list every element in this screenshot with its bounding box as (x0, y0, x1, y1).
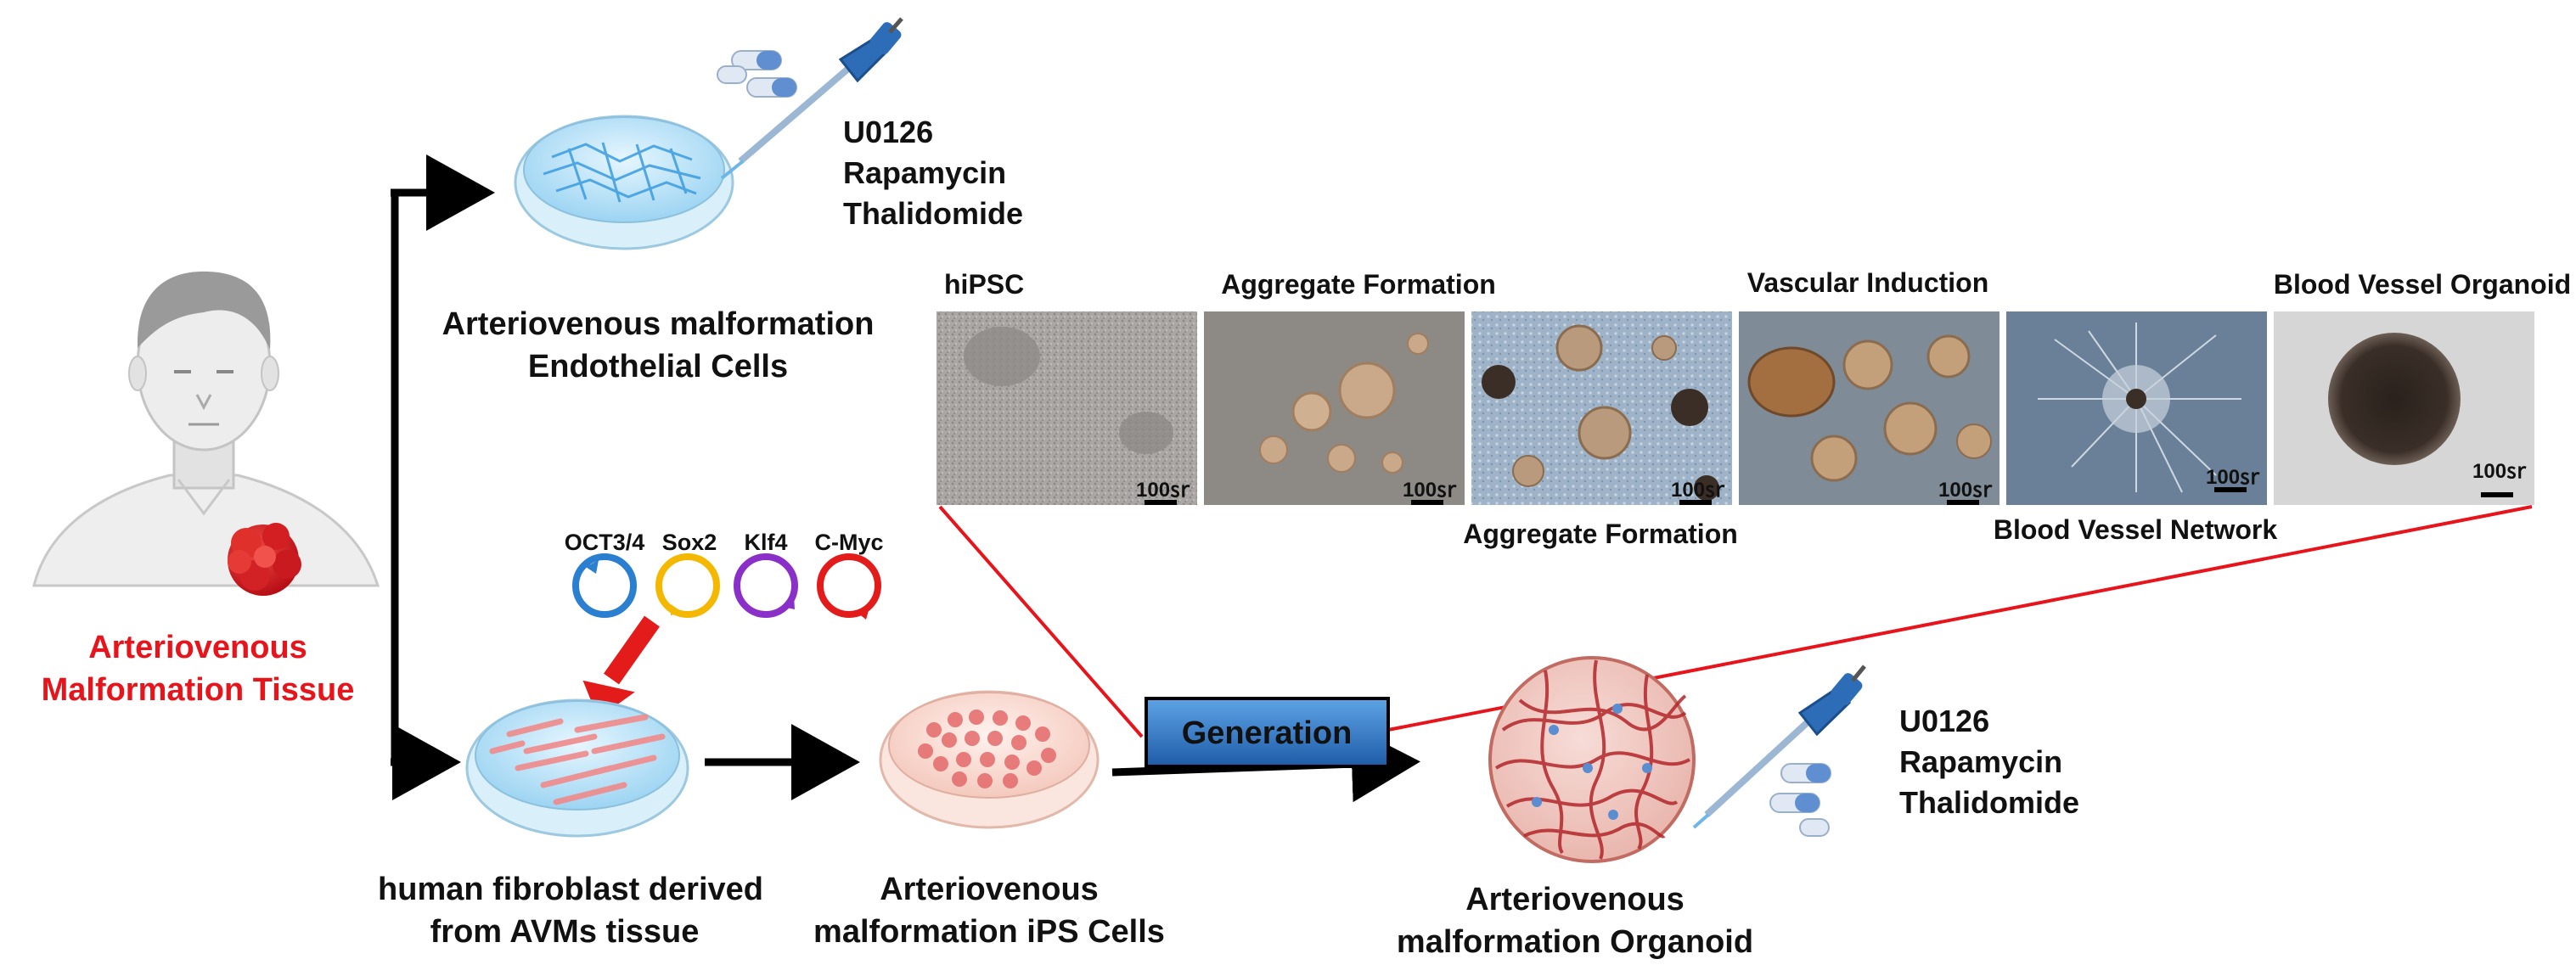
micrograph-aggregate-1 (1204, 311, 1465, 505)
micrograph-vascular-induction (1739, 311, 1999, 505)
plasmid-oct34-icon (572, 553, 637, 618)
scale-bar-3 (1679, 500, 1712, 505)
scale-label-1: 100㏛ (1136, 479, 1190, 502)
scale-label-2: 100㏛ (1403, 479, 1457, 502)
micrograph-strip: 100㏛ 100㏛ 100㏛ 100㏛ 100㏛ 100㏛ (936, 311, 2534, 505)
avm-organoid-illustration (1488, 656, 1696, 863)
scale-bar-2 (1411, 500, 1443, 505)
top-drug-1: U0126 (843, 115, 933, 149)
scale-label-5: 100㏛ (2206, 466, 2260, 489)
label-blood-vessel-organoid: Blood Vessel Organoid (2274, 269, 2571, 300)
ips-label-line2: malformation iPS Cells (813, 914, 1165, 950)
bottom-drug-3: Thalidomide (1899, 785, 2079, 820)
scale-bars: 100㏛ 100㏛ 100㏛ 100㏛ 100㏛ 100㏛ (1136, 460, 2527, 505)
micrograph-hipsc (936, 311, 1197, 505)
micrograph-blood-vessel-network (2006, 311, 2267, 505)
plasmid-klf4-icon (734, 553, 798, 618)
factor-label-klf4: Klf4 (744, 530, 787, 555)
top-drug-3: Thalidomide (843, 196, 1023, 231)
bottom-drug-1: U0126 (1899, 704, 1989, 738)
label-hipsc: hiPSC (944, 269, 1024, 300)
tissue-label-line1: Arteriovenous (88, 630, 307, 665)
fibroblast-culture-dish (465, 698, 689, 838)
organoid-label-line2: malformation Organoid (1397, 924, 1753, 960)
branch-arrows (391, 154, 495, 800)
fibroblast-label-line1: human fibroblast derived (378, 872, 763, 907)
label-blood-vessel-network: Blood Vessel Network (1994, 514, 2278, 545)
organoid-label-line1: Arteriovenous (1465, 882, 1685, 917)
bottom-drug-2: Rapamycin (1899, 744, 2062, 779)
scale-bar-4 (1947, 500, 1979, 505)
label-aggregate-formation-top: Aggregate Formation (1221, 269, 1496, 300)
top-drug-2: Rapamycin (843, 155, 1006, 190)
endothelial-label-line1: Arteriovenous malformation (442, 306, 875, 342)
tissue-label-line2: Malformation Tissue (42, 672, 355, 708)
generation-label: Generation (1182, 715, 1353, 751)
micrograph-aggregate-2 (1471, 311, 1732, 505)
factor-label-cmyc: C-Myc (814, 530, 883, 555)
scale-bar-6 (2481, 492, 2513, 497)
fibroblast-label-line2: from AVMs tissue (430, 914, 700, 950)
endothelial-label-line2: Endothelial Cells (528, 349, 788, 384)
patient-illustration (32, 271, 380, 587)
reprogramming-factors: OCT3/4 Sox2 Klf4 C-Myc (565, 530, 884, 620)
scale-bar-5 (2214, 487, 2247, 492)
plasmid-sox2-icon (655, 553, 720, 618)
scale-label-3: 100㏛ (1671, 479, 1725, 502)
ips-label-line1: Arteriovenous (880, 872, 1099, 907)
label-aggregate-formation-bottom: Aggregate Formation (1463, 519, 1738, 549)
endothelial-culture-dish (514, 115, 734, 250)
scale-bar-1 (1145, 500, 1177, 505)
plasmid-cmyc-icon (817, 553, 881, 620)
pipette-icon (1692, 665, 1866, 829)
pill-capsules-icon (1769, 763, 1831, 837)
micrograph-blood-vessel-organoid (2274, 311, 2534, 505)
scale-label-4: 100㏛ (1938, 479, 1993, 502)
label-vascular-induction: Vascular Induction (1747, 267, 1989, 298)
avm-tissue-lump (228, 523, 301, 596)
pipette-icon (720, 17, 903, 180)
pill-capsules-icon (717, 50, 797, 98)
scale-label-6: 100㏛ (2472, 460, 2527, 483)
factor-label-oct34: OCT3/4 (565, 530, 645, 555)
generation-box: Generation (1145, 697, 1390, 768)
factor-label-sox2: Sox2 (662, 530, 717, 555)
ips-culture-dish (879, 690, 1100, 829)
